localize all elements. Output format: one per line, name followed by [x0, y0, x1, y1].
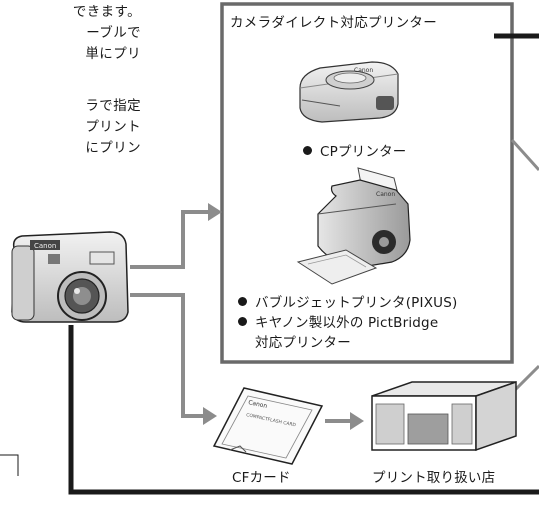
- camera-to-printer-arrow: [130, 210, 210, 269]
- diagonal-accent-upper: [510, 138, 539, 172]
- intro-line-3: 単にプリ: [85, 46, 141, 62]
- intro-line-1: できます。: [72, 4, 141, 20]
- camera-to-cf-arrow: [130, 293, 205, 418]
- intro-line-5: プリント: [85, 119, 141, 135]
- camera-bottom-line: [68, 325, 539, 495]
- intro-line-4: ラで指定: [85, 98, 141, 114]
- page-fragment-box: [0, 454, 19, 476]
- intro-line-6: にプリン: [85, 140, 141, 156]
- cp-printer-icon: [299, 61, 399, 123]
- cf-card-logo: Canon: [248, 399, 268, 410]
- other-printer-label-line2: 対応プリンター: [255, 335, 351, 351]
- camera-icon: [11, 231, 129, 323]
- bullet-icon: [238, 317, 247, 326]
- printer-panel-title: カメラダイレクト対応プリンター: [230, 15, 437, 31]
- camera-logo: Canon: [34, 242, 56, 250]
- intro-line-2: ーブルで: [86, 25, 141, 41]
- bubblejet-printer-label: バブルジェットプリンタ(PIXUS): [238, 291, 457, 311]
- cf-card-icon: [212, 387, 324, 465]
- store-icon: [371, 380, 517, 452]
- store-label: プリント取り扱い店: [372, 470, 496, 486]
- bj-printer-logo: Canon: [376, 191, 395, 198]
- cf-card-label: CFカード: [232, 470, 291, 486]
- bullet-icon: [238, 297, 247, 306]
- bullet-icon: [303, 146, 312, 155]
- cp-printer-logo: Canon: [354, 67, 373, 74]
- bubblejet-printer-icon: [296, 167, 411, 285]
- cp-printer-label: CPプリンター: [303, 140, 406, 160]
- other-printer-label-line1: キヤノン製以外の PictBridge: [238, 311, 438, 331]
